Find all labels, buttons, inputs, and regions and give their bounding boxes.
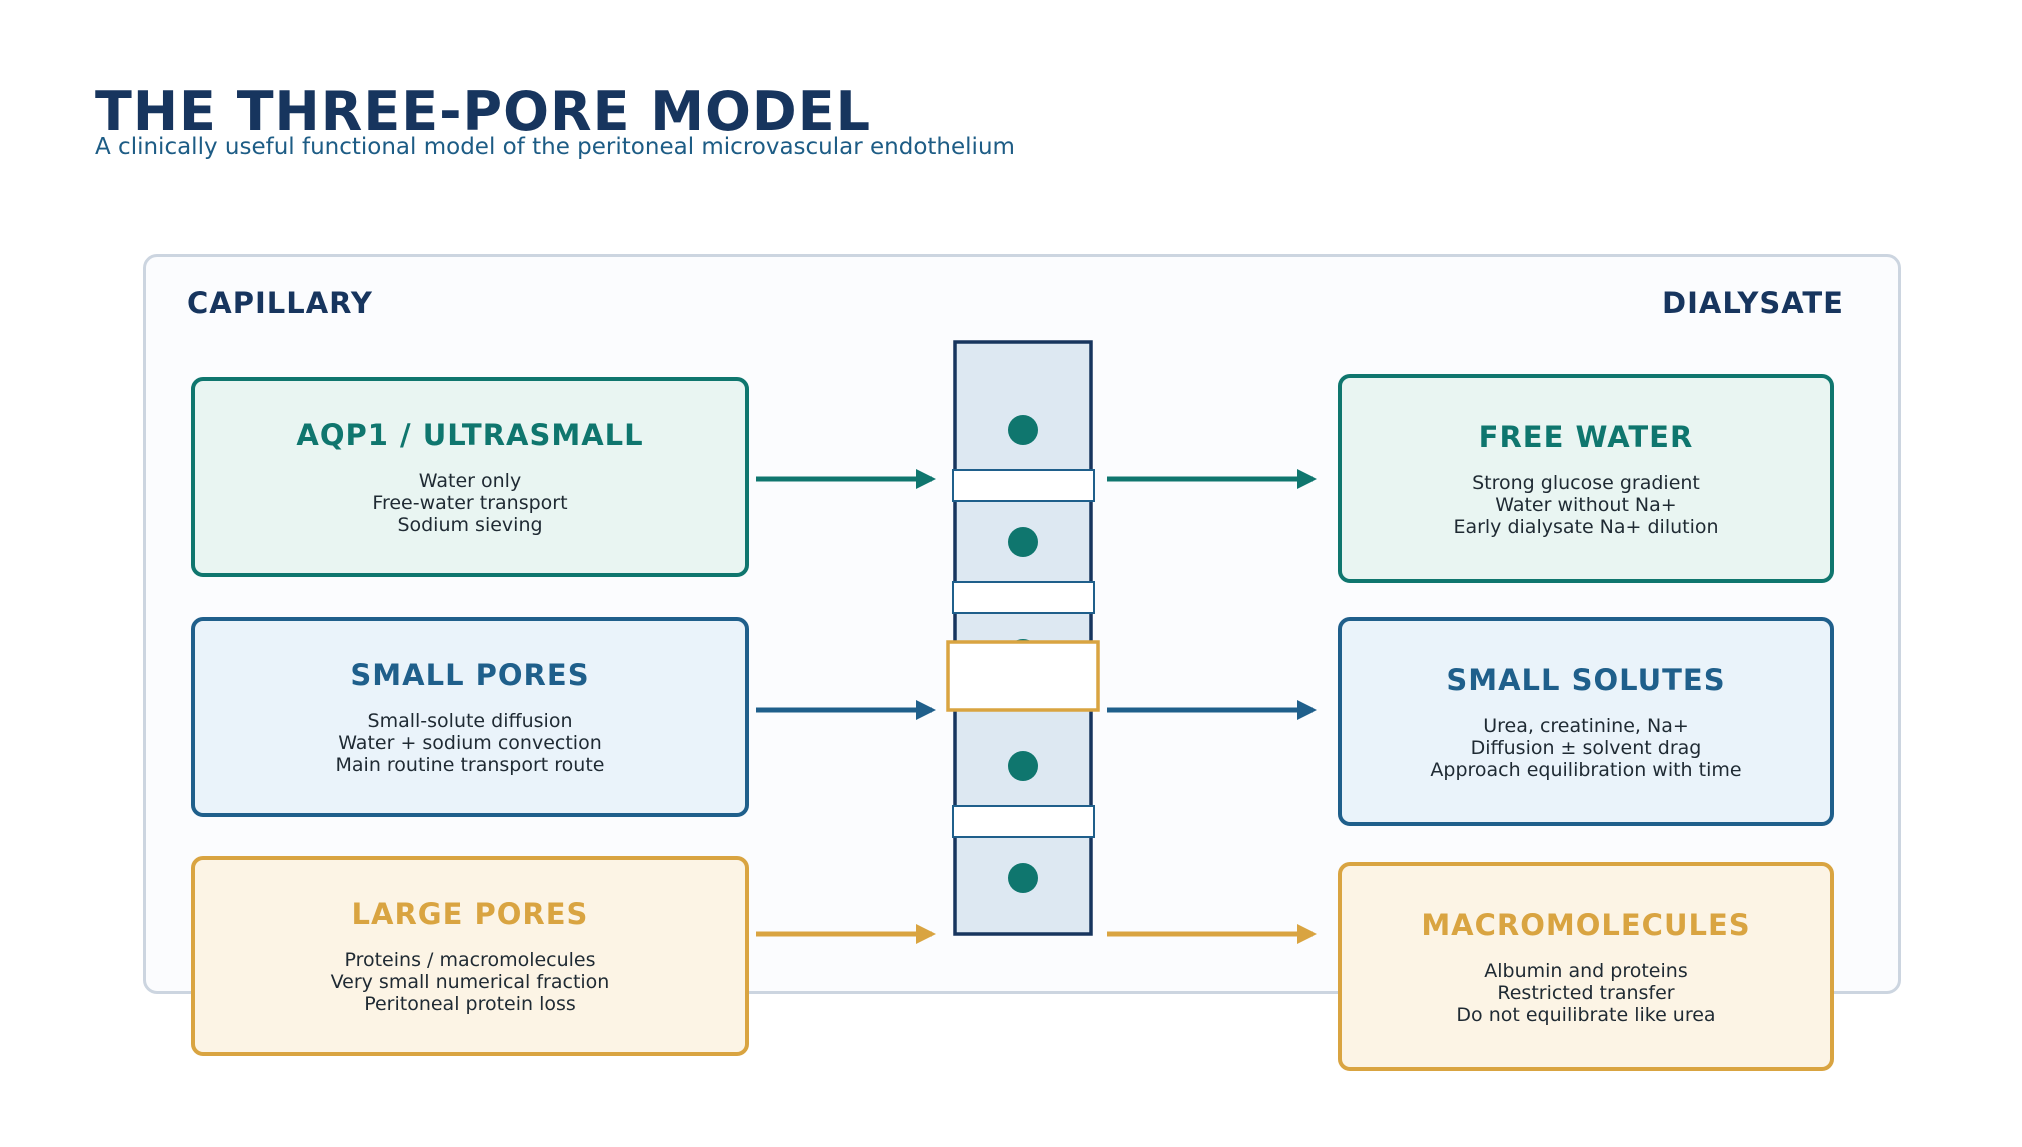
small-solutes-card-line: Approach equilibration with time (1430, 758, 1742, 781)
large-pores-card-title: LARGE PORES (351, 897, 589, 931)
aqp1-card-title: AQP1 / ULTRASMALL (296, 418, 644, 452)
aqp1-card-line: Sodium sieving (397, 514, 543, 536)
ultrasmall-pore (952, 469, 1095, 502)
aqp1-card-line: Water only (418, 470, 522, 492)
macromolecules-card-line: Albumin and proteins (1484, 959, 1688, 982)
small-pore (952, 581, 1095, 614)
endothelial-cell (1008, 863, 1038, 893)
endothelial-cell (1008, 415, 1038, 445)
small-pores-card-line: Water + sodium convection (338, 732, 602, 754)
page-subtitle: A clinically useful functional model of … (95, 134, 1015, 160)
free-water-card-line: Strong glucose gradient (1472, 471, 1700, 494)
page-title: THE THREE-PORE MODEL (95, 80, 872, 143)
small-pores-card-line: Small-solute diffusion (367, 710, 573, 732)
macromolecules-card-title: MACROMOLECULES (1421, 907, 1751, 942)
small-pores-card-title: SMALL PORES (350, 658, 590, 692)
free-water-card-line: Early dialysate Na+ dilution (1453, 515, 1719, 538)
free-water-card: FREE WATER Strong glucose gradient Water… (1338, 374, 1834, 583)
macromolecules-card: MACROMOLECULES Albumin and proteins Rest… (1338, 862, 1834, 1071)
aqp1-card-line: Free-water transport (372, 492, 568, 514)
small-solutes-card-line: Diffusion ± solvent drag (1470, 736, 1702, 759)
small-solutes-card-title: SMALL SOLUTES (1446, 662, 1726, 697)
large-pores-card-line: Proteins / macromolecules (344, 949, 596, 971)
aqp1-card: AQP1 / ULTRASMALL Water only Free-water … (191, 377, 749, 577)
endothelial-cell (1008, 527, 1038, 557)
macromolecules-card-line: Do not equilibrate like urea (1456, 1003, 1716, 1026)
small-pore (952, 805, 1095, 838)
small-pores-card-line: Main routine transport route (335, 754, 605, 776)
free-water-card-line: Water without Na+ (1495, 493, 1677, 516)
large-pores-card-line: Very small numerical fraction (330, 971, 610, 993)
endothelial-cell (1008, 751, 1038, 781)
small-solutes-card-line: Urea, creatinine, Na+ (1483, 714, 1689, 737)
macromolecules-card-line: Restricted transfer (1497, 981, 1675, 1004)
dialysate-label: DIALYSATE (1662, 286, 1844, 320)
capillary-label: CAPILLARY (187, 286, 373, 320)
free-water-card-title: FREE WATER (1478, 419, 1694, 454)
large-pore (946, 640, 1100, 712)
large-pores-card-line: Peritoneal protein loss (364, 993, 576, 1015)
small-solutes-card: SMALL SOLUTES Urea, creatinine, Na+ Diff… (1338, 617, 1834, 826)
large-pores-card: LARGE PORES Proteins / macromolecules Ve… (191, 856, 749, 1056)
small-pores-card: SMALL PORES Small-solute diffusion Water… (191, 617, 749, 817)
